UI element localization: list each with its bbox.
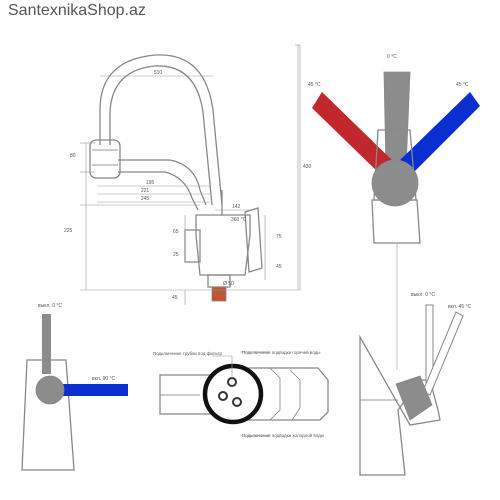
side-body bbox=[371, 199, 421, 244]
right-on-label: вкл. 45 °C bbox=[448, 304, 472, 310]
dim-245: 245 bbox=[141, 196, 150, 202]
left-knob bbox=[35, 375, 65, 405]
angle-left-label: 45 °C bbox=[308, 82, 321, 88]
dim-25: 25 bbox=[173, 252, 179, 258]
right-handle bbox=[244, 207, 263, 273]
dim-65: 65 bbox=[173, 229, 179, 235]
cold-port bbox=[232, 397, 242, 407]
right-lever-on bbox=[422, 311, 464, 396]
left-off-label: выкл. 0 °C bbox=[38, 303, 62, 309]
dim-rotation: 360 °C bbox=[231, 217, 247, 223]
right-body bbox=[359, 334, 441, 476]
hot-port bbox=[218, 391, 228, 401]
dim-80: 80 bbox=[70, 153, 76, 159]
lever-view-left: выкл. 0 °C вкл. 90 °C bbox=[21, 303, 128, 471]
site-watermark: SantexnikaShop.az bbox=[8, 2, 146, 19]
left-on-label: вкл. 90 °C bbox=[92, 376, 116, 382]
right-off-label: выкл. 0 °C bbox=[411, 292, 435, 298]
angle-center-label: 0 °C bbox=[387, 54, 397, 60]
left-lever-on bbox=[60, 384, 128, 396]
dim-225: 225 bbox=[64, 228, 73, 234]
dim-45-base: 45 bbox=[172, 295, 178, 301]
filter-label: Подключение трубки под фильтр bbox=[153, 351, 223, 356]
left-body bbox=[21, 359, 75, 471]
front-view: 510 80 195 221 245 142 360 °C 225 65 25 … bbox=[64, 44, 312, 305]
hot-connection-label: Подключение подводки горячей воды bbox=[242, 349, 321, 355]
dim-221: 221 bbox=[141, 188, 150, 194]
dim-195: 195 bbox=[146, 180, 155, 186]
side-knob bbox=[371, 159, 419, 207]
base-view: Подключение трубки под фильтр Подключени… bbox=[153, 349, 329, 438]
spout-head bbox=[89, 139, 121, 179]
faucet-body bbox=[195, 214, 251, 276]
dim-430: 430 bbox=[303, 164, 312, 170]
dim-diameter: Ø 50 bbox=[223, 281, 234, 287]
hot-lever bbox=[312, 92, 394, 176]
spout-arc bbox=[99, 54, 223, 206]
left-lever-off bbox=[42, 314, 51, 374]
angle-right-label: 45 °C bbox=[456, 82, 469, 88]
lever-view-right: выкл. 0 °C вкл. 45 °C bbox=[359, 292, 472, 476]
filter-spout bbox=[118, 159, 207, 206]
dim-75: 75 bbox=[276, 234, 282, 240]
dim-45-body: 45 bbox=[276, 264, 282, 270]
filter-port bbox=[227, 377, 237, 387]
dim-142: 142 bbox=[232, 204, 241, 210]
cold-lever bbox=[398, 92, 480, 176]
base-circle bbox=[202, 363, 264, 425]
spout-arc-inner bbox=[109, 65, 213, 206]
right-knob bbox=[395, 375, 433, 421]
cold-connection-label: Подключение подводки холодной воды bbox=[242, 432, 324, 438]
threaded-shank bbox=[211, 286, 227, 302]
side-view: 0 °C 45 °C 45 °C bbox=[308, 54, 480, 244]
dim-510: 510 bbox=[154, 70, 163, 76]
